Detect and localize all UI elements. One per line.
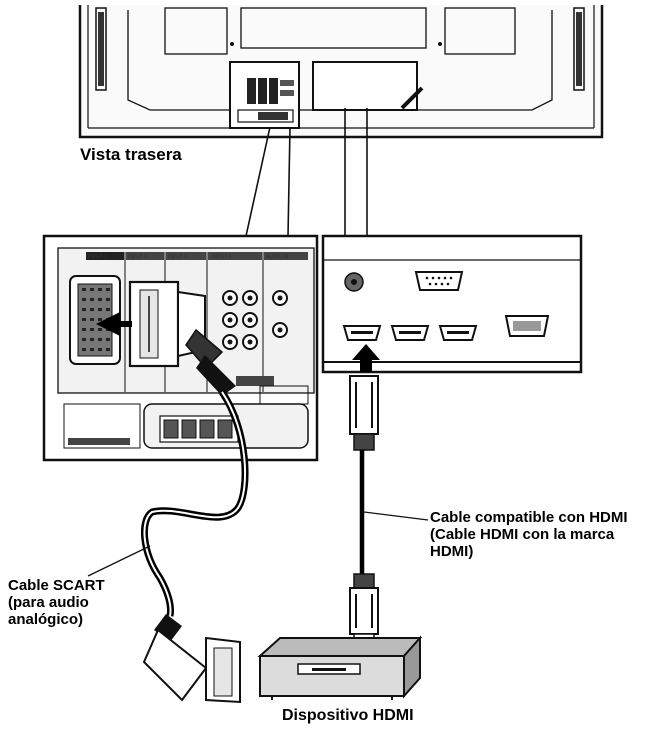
scart-label-line: (para audio <box>8 593 89 611</box>
panel-tag: AUDIO IN <box>266 254 289 260</box>
leader-line <box>363 511 429 521</box>
panel-tag: INPUT 3 <box>168 254 187 260</box>
tv-rear-icon <box>78 5 604 139</box>
hdmi-device-icon <box>257 635 423 700</box>
panel-tag: INPUT 4 <box>212 254 231 260</box>
arrow-icon <box>352 344 380 372</box>
scart-label-line: Cable SCART <box>8 577 105 594</box>
scart-label-line: analógico) <box>8 610 84 628</box>
hdmi-device-label: Dispositivo HDMI <box>282 707 414 724</box>
panel-tag: INPUT 1 <box>88 254 107 260</box>
scart-connector-icon <box>128 280 236 396</box>
rear-view-label: Vista trasera <box>80 145 182 164</box>
hdmi-label-line: (Cable HDMI con la marca <box>430 525 615 543</box>
panel-tag: INPUT 2 <box>128 254 147 260</box>
leader-line <box>87 545 151 577</box>
scart-cable-label: Cable SCART (para audio analógico) <box>8 577 105 628</box>
scart-connector-icon <box>142 614 241 704</box>
hdmi-connector-icon <box>349 375 379 451</box>
hdmi-label-line: HDMI) <box>430 542 474 560</box>
zoom-line <box>245 126 271 237</box>
zoom-line <box>287 126 291 237</box>
hdmi-cable-label: Cable compatible con HDMI (Cable HDMI co… <box>430 509 628 560</box>
hdmi-connector-icon <box>349 573 379 645</box>
hdmi-label-line: Cable compatible con HDMI <box>430 509 628 526</box>
